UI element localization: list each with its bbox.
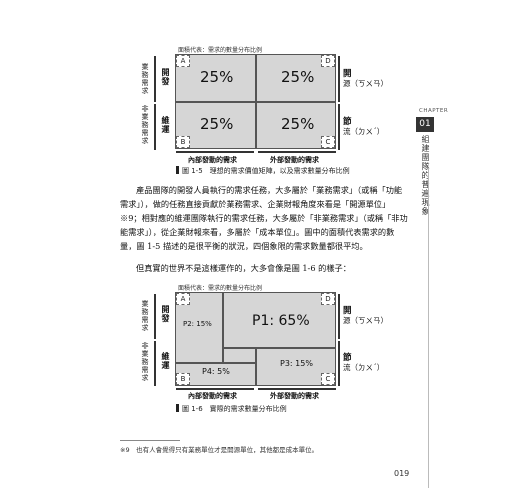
figure2-caption-label: 圖 1-6 — [182, 405, 203, 413]
footnote: ※9 也有人會覺得只有業務單位才是開源單位，其他都是成本單位。 — [120, 446, 319, 454]
figure1-external-axis: 外部發動的需求 — [270, 156, 319, 164]
caption-marker-icon — [176, 404, 179, 412]
figure1-dev-bar — [154, 56, 156, 102]
figure1-pct-b: 25% — [200, 115, 234, 133]
figure1-caption-label: 圖 1-5 — [182, 167, 203, 175]
figure2-cost-bar — [338, 341, 340, 386]
figure2-revenue-char: 開 — [343, 306, 352, 316]
figure2-business-label: 業務需求 — [141, 300, 149, 332]
figure1-internal-bar — [176, 151, 254, 153]
chapter-number: 01 — [416, 117, 434, 132]
figure1-corner-d: D — [321, 55, 335, 67]
figure2-cost-char: 節 — [343, 353, 352, 363]
figure2-pct-p2: P2: 15% — [183, 320, 212, 328]
figure2-revenue-bar — [338, 294, 340, 339]
paragraph-1-text: 產品團隊的開發人員執行的需求任務，大多屬於「業務需求」（或稱「功能需求」），做的… — [120, 185, 408, 251]
figure2-ops-label: 維運 — [161, 352, 170, 370]
figure1-external-bar — [258, 151, 336, 153]
figure2-region-p4 — [175, 363, 256, 386]
figure2-dev-bar — [154, 294, 156, 339]
figure2-nonbusiness-label: 非業務需求 — [141, 342, 149, 382]
figure2-region-p3 — [256, 348, 336, 386]
figure1-revenue-phonetic: 源（ㄎㄨㄢ） — [343, 79, 388, 88]
figure2-pct-p3: P3: 15% — [280, 359, 313, 368]
figure2-corner-c: C — [321, 373, 335, 385]
figure1-cost-bar — [338, 104, 340, 150]
chapter-rule — [428, 168, 429, 488]
chapter-title: 組建團隊的普遍現象 — [421, 135, 430, 216]
figure1-corner-b: B — [176, 136, 190, 148]
figure1-pct-d: 25% — [281, 68, 315, 86]
figure2-corner-d: D — [321, 293, 335, 305]
figure2-external-axis: 外部發動的需求 — [270, 392, 319, 400]
figure1-internal-axis: 內部發動的需求 — [188, 156, 237, 164]
figure2-internal-bar — [176, 388, 254, 390]
figure2-cost-phonetic: 流（ㄉㄨˊ） — [343, 363, 385, 372]
figure2-pct-p1: P1: 65% — [252, 313, 310, 329]
chapter-word: CHAPTER — [419, 108, 449, 114]
figure2-internal-axis: 內部發動的需求 — [188, 392, 237, 400]
figure1-dev-label: 開發 — [161, 68, 170, 86]
figure1-revenue-char: 開 — [343, 69, 352, 79]
figure2-pct-p4: P4: 5% — [202, 367, 230, 376]
figure1-revenue-bar — [338, 56, 340, 102]
footnote-rule — [120, 440, 180, 441]
paragraph-2-text: 但真實的世界不是這樣運作的，大多會像是圖 1-6 的樣子： — [136, 263, 351, 273]
figure1-caption: 圖 1-5 理想的需求價值矩陣，以及需求數量分布比例 — [176, 166, 350, 176]
figure2-ops-bar — [154, 341, 156, 386]
figure2-caption: 圖 1-6 實際的需求數量分布比例 — [176, 404, 287, 414]
figure1-corner-a: A — [176, 55, 190, 67]
figure1-caption-text: 理想的需求價值矩陣，以及需求數量分布比例 — [209, 167, 350, 175]
figure2-top-caption: 面積代表：需求的數量分布比例 — [178, 285, 263, 292]
figure1-cost-phonetic: 流（ㄉㄨˊ） — [343, 127, 385, 136]
figure2-revenue-phonetic: 源（ㄎㄨㄢ） — [343, 316, 388, 325]
figure1-ops-bar — [154, 104, 156, 150]
caption-marker-icon — [176, 166, 179, 174]
figure1-pct-a: 25% — [200, 68, 234, 86]
figure2-corner-a: A — [176, 293, 190, 305]
figure2-dev-label: 開發 — [161, 305, 170, 323]
figure1-cost-char: 節 — [343, 117, 352, 127]
figure1-top-caption: 面積代表：需求的數量分布比例 — [178, 47, 263, 54]
figure1-pct-c: 25% — [281, 115, 315, 133]
figure1-ops-label: 維運 — [161, 116, 170, 134]
figure1-business-label: 業務需求 — [141, 63, 149, 95]
figure1-nonbusiness-label: 非業務需求 — [141, 105, 149, 145]
figure2-corner-b: B — [176, 373, 190, 385]
body-paragraph-1: 產品團隊的開發人員執行的需求任務，大多屬於「業務需求」（或稱「功能需求」），做的… — [120, 183, 408, 253]
figure2-region-p1 — [223, 292, 336, 348]
page-number: 019 — [394, 469, 410, 478]
figure2-region-p1-extension — [223, 348, 256, 363]
body-paragraph-2: 但真實的世界不是這樣運作的，大多會像是圖 1-6 的樣子： — [120, 261, 408, 275]
figure1-corner-c: C — [321, 136, 335, 148]
figure2-external-bar — [258, 388, 336, 390]
figure2-caption-text: 實際的需求數量分布比例 — [209, 405, 287, 413]
